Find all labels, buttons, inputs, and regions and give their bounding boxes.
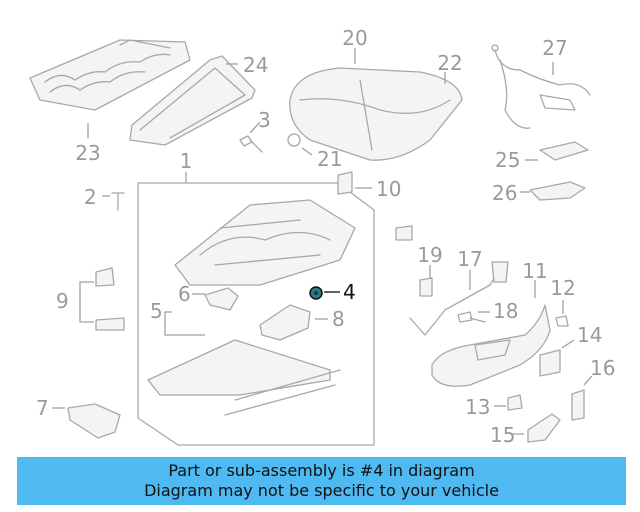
- callout-19: 19: [417, 243, 442, 267]
- parts-diagram: 23 24 3 20 22 21 27 25: [29, 26, 615, 447]
- part-18-bolt: [457, 311, 486, 323]
- callout-23: 23: [75, 141, 100, 165]
- callout-8: 8: [332, 307, 345, 331]
- part-9-brackets: [95, 267, 125, 331]
- callout-2: 2: [84, 185, 97, 209]
- part-2-screw: [111, 192, 125, 211]
- part-8-motor: [259, 304, 311, 341]
- seat-frame-upper: [174, 199, 356, 286]
- callout-18: 18: [493, 299, 518, 323]
- callout-13: 13: [465, 395, 490, 419]
- part-27-wire-harness: [491, 44, 591, 129]
- callout-11: 11: [522, 259, 547, 283]
- callout-5: 5: [150, 299, 163, 323]
- part-15-cover: [527, 413, 561, 443]
- part-13-knob: [507, 394, 523, 411]
- callout-24: 24: [243, 53, 268, 77]
- callout-20: 20: [342, 26, 367, 50]
- part-17-cable: [409, 261, 509, 336]
- part-7-latch: [67, 403, 121, 439]
- callout-26: 26: [492, 181, 517, 205]
- callout-14: 14: [577, 323, 602, 347]
- part-11-side-shield: [431, 304, 551, 387]
- part-26-bracket: [529, 181, 586, 201]
- callout-21: 21: [317, 147, 342, 171]
- info-banner: Part or sub-assembly is #4 in diagram Di…: [17, 457, 626, 505]
- part-5-seat-track: [147, 339, 341, 416]
- part-23-heater-mat: [29, 39, 191, 111]
- part-14-switch: [539, 349, 561, 377]
- banner-line-part: Part or sub-assembly is #4 in diagram: [168, 461, 475, 480]
- callout-4: 4: [343, 280, 356, 304]
- callout-25: 25: [495, 148, 520, 172]
- part-20-seat-cushion: [289, 67, 463, 161]
- part-12-clip: [555, 315, 569, 327]
- callout-3: 3: [258, 108, 271, 132]
- part-25-module: [539, 141, 589, 161]
- part-24-seat-pad: [129, 55, 256, 146]
- callout-15: 15: [490, 423, 515, 447]
- callout-10: 10: [376, 177, 401, 201]
- part-21-clip: [287, 133, 301, 147]
- callout-1: 1: [180, 149, 193, 173]
- callout-17: 17: [457, 247, 482, 271]
- callout-22: 22: [437, 51, 462, 75]
- callout-27: 27: [542, 36, 567, 60]
- banner-line-disclaimer: Diagram may not be specific to your vehi…: [144, 481, 499, 500]
- part-4-highlighted-nut: [309, 286, 323, 300]
- callout-7: 7: [36, 396, 49, 420]
- part-19-switch: [419, 277, 433, 297]
- part-6-motor: [204, 287, 239, 311]
- part-16-knob: [571, 389, 585, 421]
- callout-16: 16: [590, 356, 615, 380]
- callout-6: 6: [178, 282, 191, 306]
- part-10-bracket: [337, 171, 413, 241]
- part-3-bolt: [239, 135, 263, 153]
- callout-12: 12: [550, 276, 575, 300]
- callout-9: 9: [56, 289, 69, 313]
